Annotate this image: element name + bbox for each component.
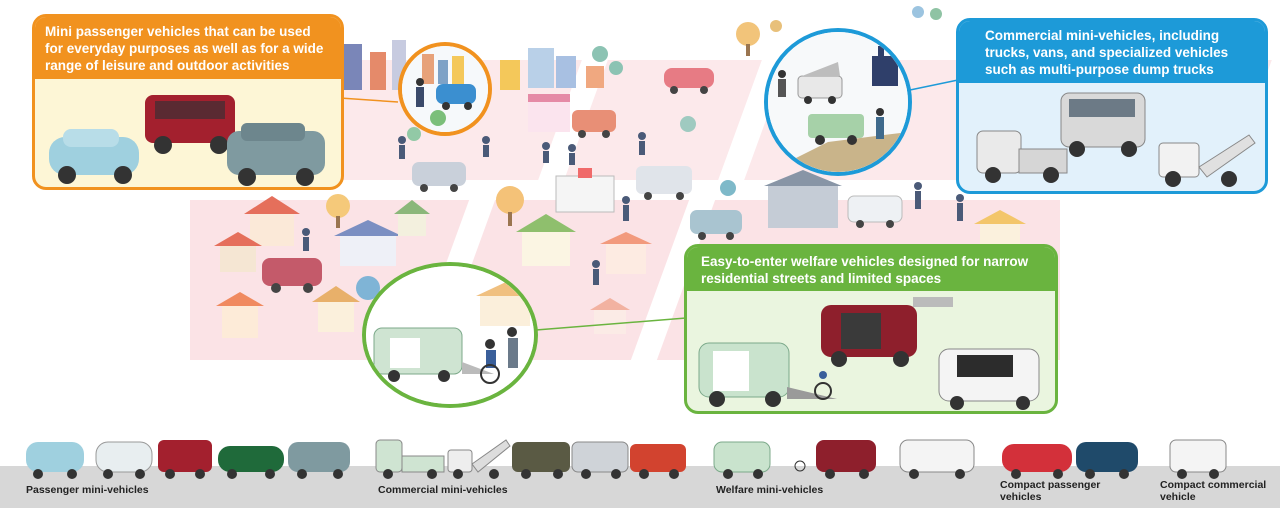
lineup-vehicles: [0, 428, 1280, 480]
label-passenger-mini: Passenger mini-vehicles: [26, 484, 149, 496]
car-icon: [26, 440, 350, 473]
passenger-scene-circle: [398, 42, 492, 136]
van-icon: [713, 439, 975, 473]
welfare-callout-text: Easy-to-enter welfare vehicles designed …: [687, 247, 1055, 291]
welfare-vehicles-image: [687, 291, 1055, 411]
car-icon: [1002, 439, 1227, 473]
commercial-callout: Commercial mini-vehicles, including truc…: [956, 18, 1268, 194]
truck-icon: [375, 439, 686, 473]
label-welfare-mini: Welfare mini-vehicles: [716, 484, 824, 496]
passenger-vehicles-image: [35, 79, 341, 187]
label-commercial-mini: Commercial mini-vehicles: [378, 484, 508, 496]
welfare-scene-circle: [362, 262, 538, 408]
car-icon: [262, 68, 903, 293]
van-icon: [698, 297, 1040, 410]
wheelchair-icon: [814, 371, 832, 400]
label-compact-passenger: Compact passenger vehicles: [1000, 479, 1101, 503]
truck-icon: [976, 92, 1256, 187]
commercial-vehicles-image: [959, 83, 1265, 191]
passenger-callout: Mini passenger vehicles that can be used…: [32, 14, 344, 190]
city-buildings: [340, 40, 604, 90]
welfare-callout: Easy-to-enter welfare vehicles designed …: [684, 244, 1058, 414]
building-icon: [528, 94, 842, 228]
car-icon: [49, 95, 325, 186]
person-icon: [302, 132, 964, 285]
label-compact-commercial: Compact commercial vehicle: [1160, 479, 1267, 503]
passenger-callout-text: Mini passenger vehicles that can be used…: [35, 17, 341, 79]
commercial-scene-circle: [764, 28, 912, 176]
commercial-callout-text: Commercial mini-vehicles, including truc…: [959, 21, 1265, 83]
